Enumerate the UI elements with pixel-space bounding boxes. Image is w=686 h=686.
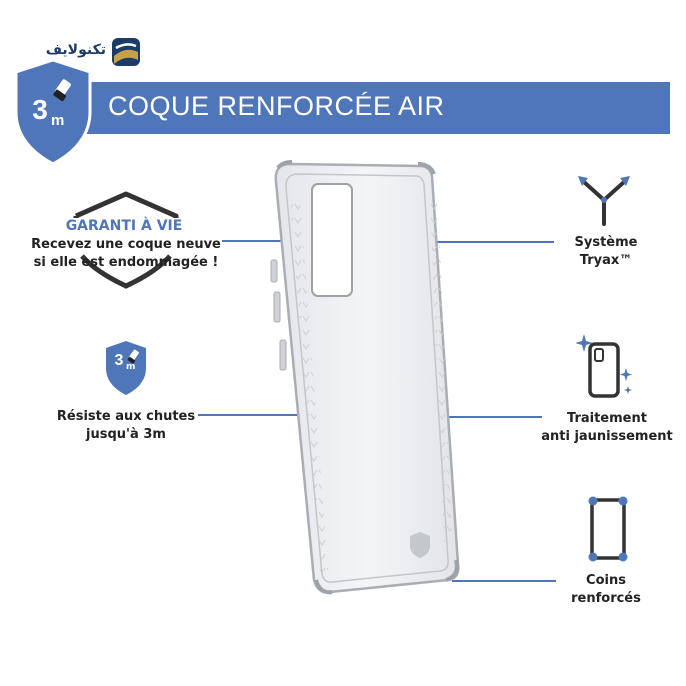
reinforced-corners-icon (588, 496, 628, 562)
drop-phone-icon (14, 58, 92, 166)
tryax-arrows-icon (578, 176, 630, 226)
warranty-line-1: Recevez une coque neuve (31, 237, 221, 252)
corners-connector (452, 580, 556, 582)
yellowing-line-2: anti jaunissement (541, 429, 673, 444)
corners-text: Coins renforcés (560, 572, 652, 608)
warranty-line-2: si elle est endommagée ! (33, 255, 219, 270)
warranty-connector (222, 240, 282, 242)
drop-badge-unit: m (126, 362, 136, 372)
header-badge-unit: m (51, 112, 65, 129)
drop-text: Résiste aux chutes jusqu'à 3m (40, 408, 212, 444)
drop-badge-number: 3 (114, 352, 124, 369)
sparkle-phone-icon (576, 334, 632, 398)
drop-shield-icon (106, 341, 146, 395)
corners-line-1: Coins (586, 573, 626, 588)
yellowing-connector (446, 416, 542, 418)
clear-phone-case-icon (270, 160, 460, 595)
yellowing-text: Traitement anti jaunissement (532, 410, 682, 446)
tryax-connector (428, 241, 554, 243)
drop-line-1: Résiste aux chutes (56, 409, 196, 424)
tryax-line-2: Tryax™ (579, 253, 633, 268)
brand-logo[interactable]: تکنولایف (38, 36, 142, 70)
corners-line-2: renforcés (571, 591, 641, 606)
yellowing-line-1: Traitement (567, 411, 647, 426)
tryax-line-1: Système (574, 235, 638, 250)
drop-line-2: jusqu'à 3m (86, 427, 166, 442)
header-badge-number: 3 (32, 94, 48, 125)
brand-logo-text: تکنولایف (45, 42, 106, 58)
header-banner (56, 82, 670, 134)
warranty-title: GARANTI À VIE (40, 218, 208, 234)
warranty-text: Recevez une coque neuve si elle est endo… (24, 236, 228, 272)
drop-connector (198, 414, 300, 416)
tryax-text: Système Tryax™ (560, 234, 652, 270)
brand-logo-icon (112, 38, 140, 66)
page-title: COQUE RENFORCÉE AIR (108, 91, 445, 121)
